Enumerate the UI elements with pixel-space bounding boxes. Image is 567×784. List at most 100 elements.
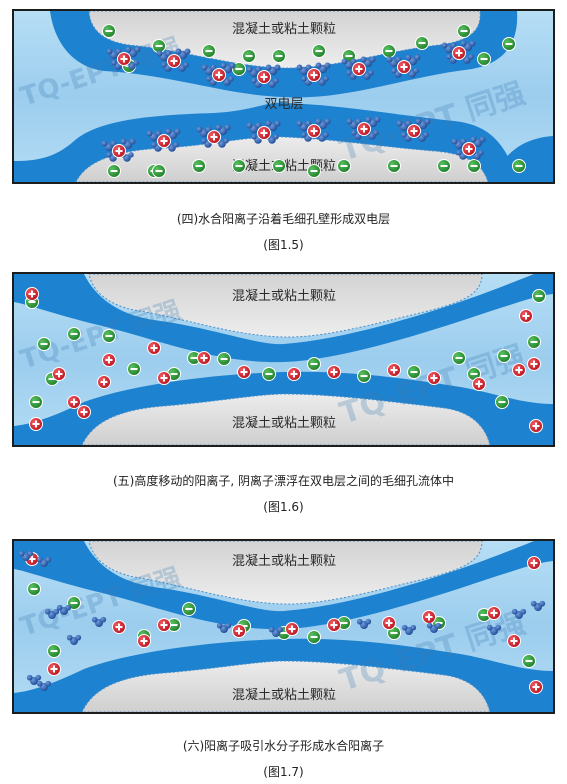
anion-icon — [522, 654, 536, 668]
cation-icon — [357, 122, 371, 136]
water-molecule-icon — [18, 550, 34, 561]
water-molecule-icon — [386, 56, 402, 68]
particle-label-bottom: 混凝土或粘土颗粒 — [232, 415, 336, 431]
cation-icon — [287, 367, 301, 381]
cation-icon — [257, 126, 271, 140]
water-molecule-icon — [296, 64, 312, 76]
cation-icon — [207, 130, 221, 144]
water-molecule-icon — [460, 40, 476, 52]
water-molecule-icon — [56, 604, 72, 615]
water-molecule-icon — [360, 56, 376, 68]
anion-icon — [437, 159, 451, 173]
cation-icon — [519, 309, 533, 323]
anion-icon — [232, 159, 246, 173]
cation-icon — [529, 419, 543, 433]
anion-icon — [102, 24, 116, 38]
anion-icon — [182, 602, 196, 616]
double-layer-diagram: TQ-EPT 同强 TQ-EPT 同强 混凝土或粘土颗粒 双电层 混凝土或粘土颗… — [14, 11, 553, 182]
anion-icon — [407, 365, 421, 379]
ion-markers — [25, 287, 546, 433]
particle-label-top: 混凝土或粘土颗粒 — [232, 288, 336, 304]
water-molecule-icon — [101, 140, 117, 152]
cation-icon — [97, 375, 111, 389]
anion-icon — [29, 395, 43, 409]
cation-icon — [29, 417, 43, 431]
anion-icon — [152, 164, 166, 178]
caption-2: (五)高度移动的阳离子, 阴离子漂浮在双电层之间的毛细孔流体中 — [113, 474, 454, 488]
water-molecule-icon — [36, 680, 52, 691]
anion-icon — [127, 362, 141, 376]
anion-icon — [415, 36, 429, 50]
figure-number-2: (图1.6) — [263, 500, 304, 514]
water-molecule-icon — [530, 600, 546, 611]
cation-icon — [397, 60, 411, 74]
water-molecule-icon — [36, 556, 52, 567]
mobile-ions-diagram: TQ-EPT 同强 TQ-EPT 同强 混凝土或粘土颗粒 混凝土或粘土颗粒 — [14, 274, 553, 445]
anion-icon — [47, 644, 61, 658]
water-molecule-icon — [196, 126, 212, 138]
figure-number-3: (图1.7) — [263, 765, 304, 779]
double-layer-label: 双电层 — [264, 97, 303, 112]
cation-icon — [197, 351, 211, 365]
anion-icon — [37, 337, 51, 351]
anion-icon — [107, 164, 121, 178]
cation-icon — [462, 142, 476, 156]
anion-icon — [457, 24, 471, 38]
water-molecule-icon — [346, 118, 362, 130]
water-molecule-icon — [66, 634, 82, 645]
cation-icon — [157, 371, 171, 385]
water-molecule-icon — [125, 46, 141, 58]
water-molecule-icon — [401, 624, 417, 635]
anion-icon — [312, 44, 326, 58]
figure-number-1: (图1.5) — [263, 238, 304, 252]
caption-1: (四)水合阳离子沿着毛细孔壁形成双电层 — [176, 212, 391, 226]
cation-icon — [47, 662, 61, 676]
anion-icon — [532, 289, 546, 303]
cation-icon — [25, 287, 39, 301]
water-molecule-icon — [315, 118, 331, 130]
water-molecule-icon — [91, 616, 107, 627]
anion-icon — [202, 44, 216, 58]
cation-icon — [527, 556, 541, 570]
water-molecule-icon — [396, 120, 412, 132]
cation-icon — [487, 606, 501, 620]
anion-icon — [337, 159, 351, 173]
anion-icon — [262, 367, 276, 381]
cation-icon — [137, 634, 151, 648]
anion-icon — [512, 159, 526, 173]
anion-icon — [27, 582, 41, 596]
cation-icon — [407, 124, 421, 138]
anion-icon — [272, 159, 286, 173]
water-molecule-icon — [246, 122, 262, 134]
cation-icon — [147, 341, 161, 355]
anion-icon — [232, 62, 246, 76]
anion-icon — [192, 159, 206, 173]
water-molecule-icon — [451, 138, 467, 150]
anion-icon — [102, 329, 116, 343]
anion-icon — [307, 630, 321, 644]
water-molecule-icon — [296, 120, 312, 132]
ion-markers — [101, 24, 526, 178]
water-molecule-icon — [246, 66, 262, 78]
cation-icon — [232, 624, 246, 638]
water-molecule-icon — [156, 50, 172, 62]
water-molecule-icon — [405, 54, 421, 66]
diagram-panel-3: TQ-EPT 同强 TQ-EPT 同强 混凝土或粘土颗粒 混凝土或粘土颗粒 — [12, 539, 555, 714]
cation-icon — [472, 377, 486, 391]
cation-icon — [285, 622, 299, 636]
water-molecule-icon — [215, 124, 231, 136]
water-molecule-icon — [426, 622, 442, 633]
water-molecule-icon — [268, 626, 284, 637]
diagram-panel-2: TQ-EPT 同强 TQ-EPT 同强 混凝土或粘土颗粒 混凝土或粘土颗粒 — [12, 272, 555, 447]
cation-icon — [512, 363, 526, 377]
water-molecule-icon — [216, 622, 232, 633]
cation-icon — [212, 68, 226, 82]
anion-icon — [217, 352, 231, 366]
hydrated-cation-diagram: TQ-EPT 同强 TQ-EPT 同强 混凝土或粘土颗粒 混凝土或粘土颗粒 — [14, 541, 553, 712]
anion-icon — [357, 369, 371, 383]
water-molecule-icon — [356, 618, 372, 629]
water-molecule-icon — [511, 608, 527, 619]
particle-label-top: 混凝土或粘土颗粒 — [232, 553, 336, 569]
cation-icon — [117, 52, 131, 66]
cation-icon — [67, 395, 81, 409]
